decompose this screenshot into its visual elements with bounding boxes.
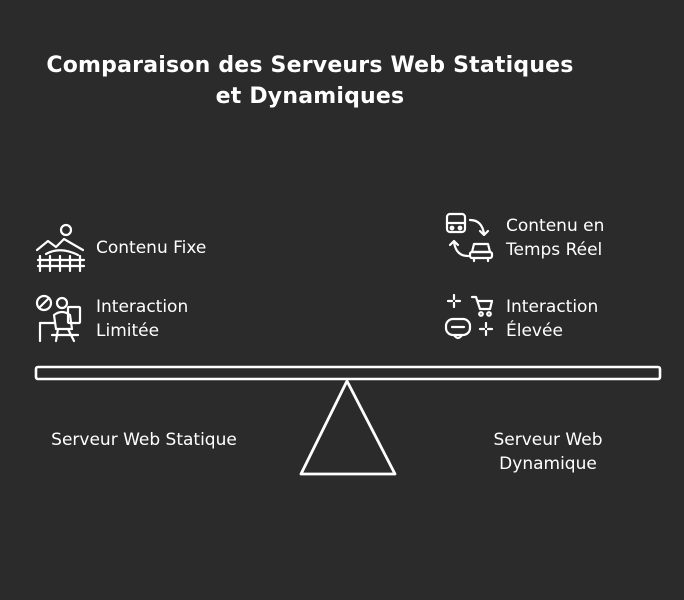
diagram-title: Comparaison des Serveurs Web Statiques e…: [46, 53, 574, 109]
restricted-person-icon: [34, 293, 86, 345]
left-item-fixed-content: Contenu Fixe: [34, 222, 206, 274]
left-item-label: Interaction Limitée: [96, 297, 189, 341]
seesaw-plank: [34, 365, 662, 381]
right-item-realtime-content: Contenu en Temps Réel: [444, 212, 604, 264]
vr-shopping-icon: [444, 293, 496, 345]
seesaw-fulcrum: [299, 379, 397, 476]
left-item-label: Contenu Fixe: [96, 238, 207, 258]
right-item-label: Interaction Élevée: [506, 297, 599, 341]
dynamic-server-label: Serveur Web Dynamique: [493, 430, 603, 474]
landscape-fence-icon: [34, 222, 86, 274]
left-item-limited-interaction: Interaction Limitée: [34, 293, 188, 345]
right-item-high-interaction: Interaction Élevée: [444, 293, 598, 345]
right-item-label: Contenu en Temps Réel: [506, 216, 605, 260]
static-server-label: Serveur Web Statique: [51, 430, 237, 450]
transport-exchange-icon: [444, 212, 496, 264]
